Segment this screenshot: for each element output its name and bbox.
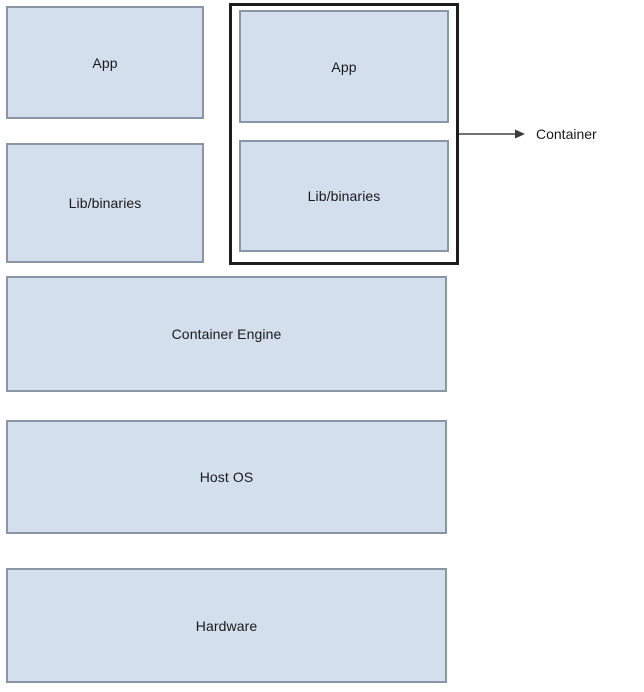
container-lib-binaries-label: Lib/binaries [307, 188, 381, 204]
container-group: App Lib/binaries [229, 3, 459, 265]
container-app-label: App [331, 58, 357, 75]
host-os-box: Host OS [6, 420, 447, 534]
container-engine-label: Container Engine [171, 326, 282, 342]
container-app-box: App [239, 10, 449, 123]
container-engine-box: Container Engine [6, 276, 447, 392]
left-app-label: App [92, 54, 118, 71]
container-annotation-label: Container [536, 126, 597, 142]
hardware-box: Hardware [6, 568, 447, 683]
left-app-box: App [6, 6, 204, 119]
left-lib-binaries-label: Lib/binaries [68, 195, 142, 211]
host-os-label: Host OS [199, 469, 254, 485]
left-lib-binaries-box: Lib/binaries [6, 143, 204, 263]
hardware-label: Hardware [195, 617, 258, 634]
container-lib-binaries-box: Lib/binaries [239, 140, 449, 252]
